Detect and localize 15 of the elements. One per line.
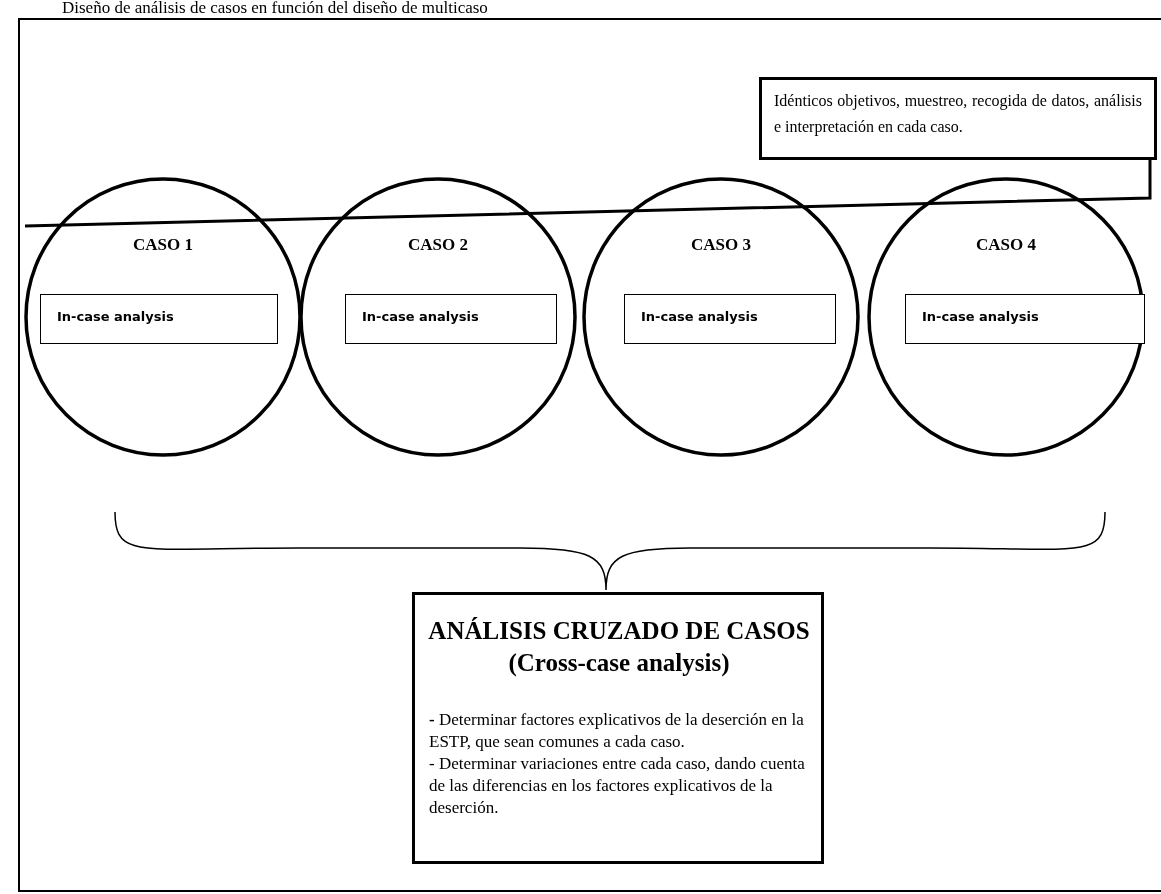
case-label: CASO 2 xyxy=(407,235,469,255)
heading: ANÁLISIS CRUZADO DE CASOS (Cross-case analysis) xyxy=(427,616,811,679)
analysis-box: In-case analysis xyxy=(624,294,836,344)
case-label: CASO 3 xyxy=(690,235,752,255)
figure-title: Diseño de análisis de casos en función del diseño de multicaso xyxy=(62,0,488,18)
frame-border xyxy=(18,18,1161,892)
cross-case-box xyxy=(412,592,824,864)
analysis-box: In-case analysis xyxy=(905,294,1145,344)
case-label: CASO 4 xyxy=(975,235,1037,255)
objective-text: - Determinar variaciones entre cada caso, dando cuenta de las diferencias en los factores explicativos de la deserción. xyxy=(429,753,806,819)
objective-text: - Determinar factores explicativos de la deserción en la ESTP, que sean comunes a cada caso. xyxy=(429,709,805,753)
case-label: CASO 1 xyxy=(132,235,194,255)
analysis-box: In-case analysis xyxy=(40,294,278,344)
note-box: Idénticos objetivos, muestreo, recogida de datos, análisis e interpretación en cada caso. xyxy=(759,77,1157,160)
analysis-box: In-case analysis xyxy=(345,294,557,344)
